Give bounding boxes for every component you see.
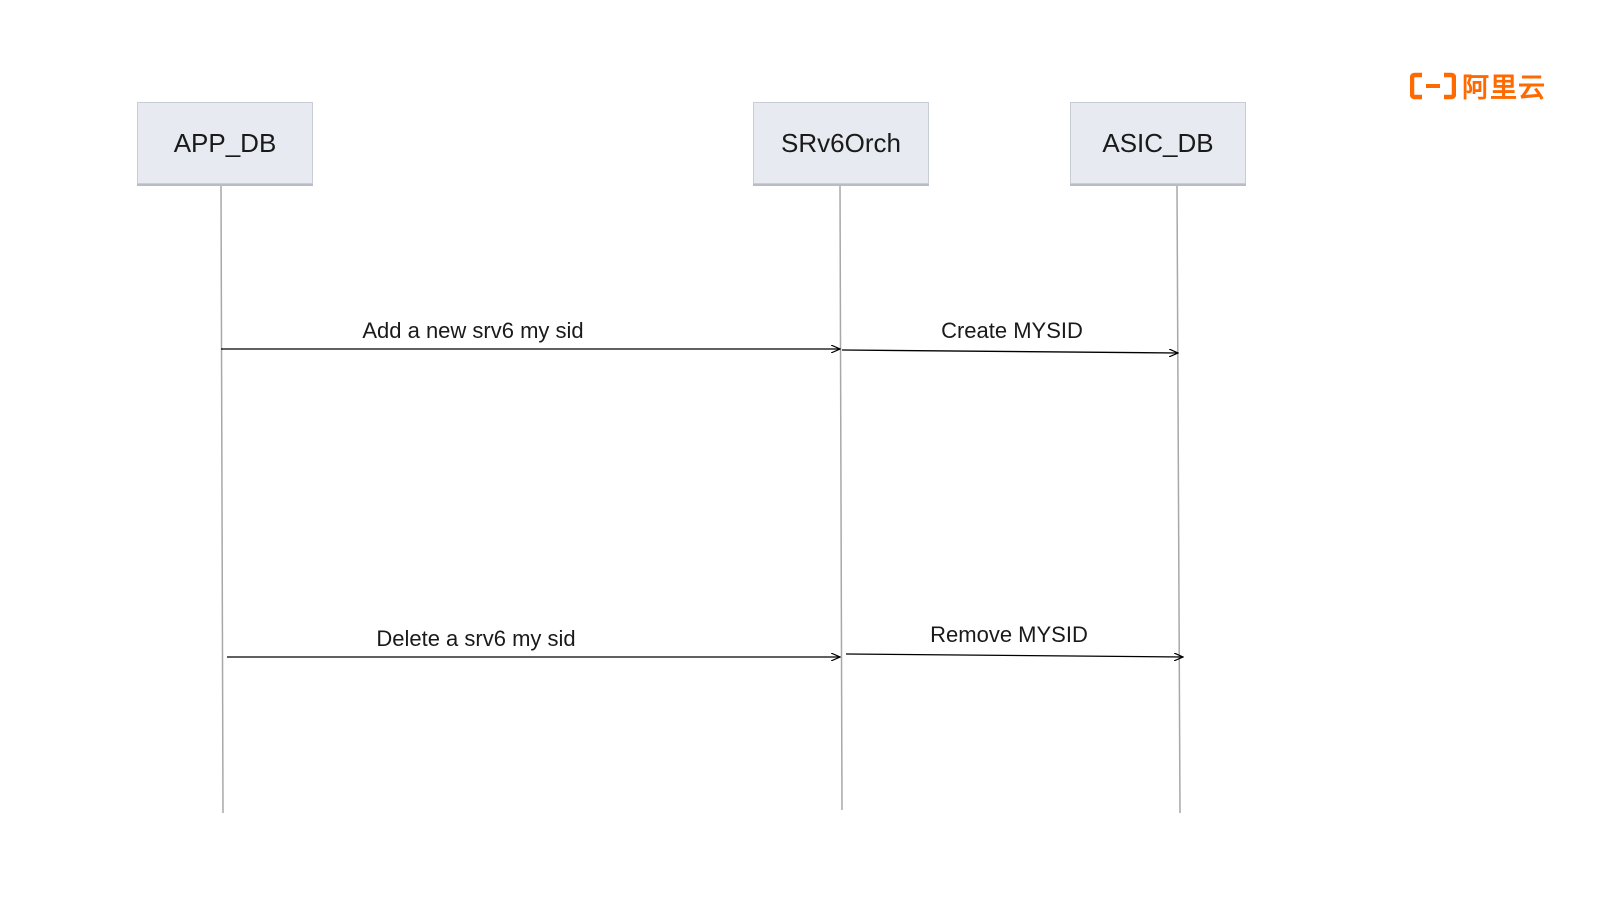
message-label-create: Create MYSID xyxy=(941,318,1083,343)
arrow-create-mysid xyxy=(841,350,1178,353)
participant-srv6orch: SRv6Orch xyxy=(753,102,929,184)
lifeline-app-db xyxy=(220,185,224,814)
aliyun-logo: 阿里云 xyxy=(1410,66,1546,105)
message-label-delete: Delete a srv6 my sid xyxy=(376,626,576,651)
aliyun-logo-icon xyxy=(1410,72,1456,99)
participant-asic-db: ASIC_DB xyxy=(1070,102,1246,184)
message-label-add: Add a new srv6 my sid xyxy=(362,318,584,343)
lifeline-asic-db xyxy=(1176,185,1181,814)
logo-text: 阿里云 xyxy=(1462,73,1546,104)
participant-app-db: APP_DB xyxy=(137,102,313,184)
message-label-remove: Remove MYSID xyxy=(930,622,1088,647)
lifeline-srv6orch xyxy=(839,185,843,811)
arrow-remove-mysid xyxy=(845,654,1183,657)
